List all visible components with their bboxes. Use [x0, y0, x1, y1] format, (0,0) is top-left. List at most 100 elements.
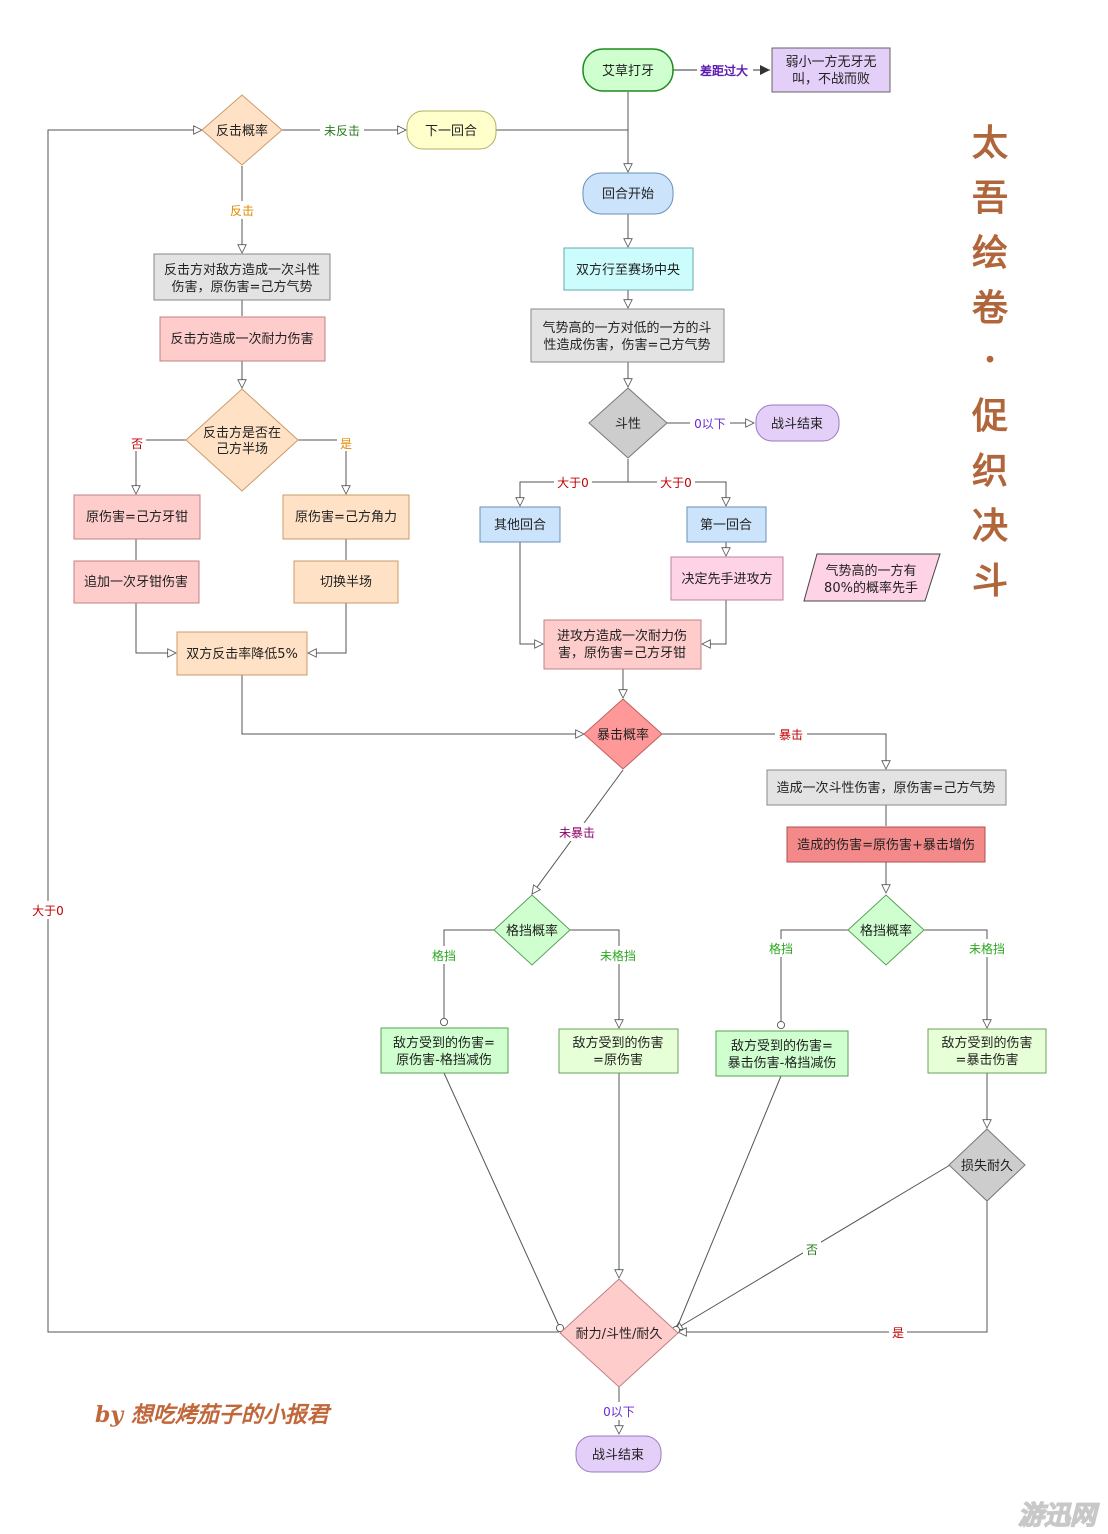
decide-first-node: 决定先手进攻方 — [670, 556, 784, 601]
counter-stamina-node: 反击方造成一次耐力伤害 — [159, 316, 326, 362]
result-a-node: 敌方受到的伤害= 原伤害-格挡减伤 — [380, 1027, 509, 1074]
attack-line-2: 害，原伤害=己方牙钳 — [558, 645, 686, 661]
round-start-node: 回合开始 — [582, 172, 674, 215]
label-counter: 反击 — [230, 204, 254, 218]
result-d-node: 敌方受到的伤害 =暴击伤害 — [927, 1028, 1047, 1074]
note-line-1: 气势高的一方有 — [825, 563, 916, 579]
title-char-6: 促 — [971, 395, 1008, 437]
orig-jaw-node: 原伤害=己方牙钳 — [73, 494, 201, 540]
label-yes: 是 — [340, 437, 352, 451]
label-bg-no-crit — [555, 823, 599, 841]
edge-blockL-resA — [439, 929, 494, 1027]
label-dur-yes: 是 — [892, 1326, 904, 1340]
label-bg-yes — [337, 435, 355, 451]
counter-fight-node: 反击方对敌方造成一次斗性 伤害，原伤害=己方气势 — [153, 253, 331, 301]
label-bg-gt0-loop — [29, 901, 67, 919]
own-half-line-2: 己方半场 — [216, 441, 268, 457]
lose-durability-diamond: 损失耐久 — [948, 1128, 1026, 1202]
label-gap: 差距过大 — [699, 63, 748, 78]
momentum-damage-node: 气势高的一方对低的一方的斗 性造成伤害，伤害=己方气势 — [530, 308, 725, 363]
switch-half-label: 切换半场 — [320, 575, 372, 590]
edge-decide-attack — [702, 600, 727, 644]
result-b-line-1: 敌方受到的伤害 — [572, 1035, 663, 1051]
own-half-diamond: 反击方是否在 己方半场 — [185, 388, 299, 492]
title-char-5: · — [984, 339, 997, 381]
block-left-label: 格挡概率 — [506, 923, 558, 939]
crit-momentum-label: 造成一次斗性伤害，原伤害=己方气势 — [777, 780, 996, 796]
label-bg-gt0-right — [657, 473, 695, 491]
end-bottom-label: 战斗结束 — [592, 1448, 644, 1463]
label-gt0-left: 大于0 — [557, 476, 589, 490]
result-b-line-2: =原伤害 — [593, 1052, 643, 1068]
end-top-label: 战斗结束 — [771, 417, 823, 432]
edge-switch-reduce — [308, 603, 347, 653]
edge-reduce-crit — [241, 675, 584, 734]
lose-durability-label: 损失耐久 — [961, 1159, 1013, 1174]
edge-resC-stats — [671, 1075, 782, 1335]
edge-blockR-resC — [776, 929, 848, 1030]
edge-blockR-resD — [924, 929, 987, 1028]
other-round-node: 其他回合 — [479, 506, 561, 543]
label-block-r: 格挡 — [769, 941, 793, 956]
label-bg-crit — [775, 725, 807, 743]
label-bg-gt0-left — [554, 473, 592, 491]
label-dur-no: 否 — [806, 1243, 818, 1257]
counter-stamina-label: 反击方造成一次耐力伤害 — [170, 331, 313, 347]
title-char-4: 卷 — [972, 287, 1009, 329]
decide-first-label: 决定先手进攻方 — [681, 571, 772, 587]
result-a-line-2: 原伤害-格挡减伤 — [396, 1052, 492, 1068]
weak-node: 弱小一方无牙无 叫，不战而败 — [771, 47, 891, 93]
attack-node: 进攻方造成一次耐力伤 害，原伤害=己方牙钳 — [543, 619, 702, 670]
reduce-counter-label: 双方反击率降低5% — [186, 646, 298, 662]
title-char-7: 织 — [972, 450, 1008, 492]
stats-label: 耐力/斗性/耐久 — [576, 1327, 663, 1342]
edge-stats-loop — [47, 130, 559, 1333]
counter-rate-label: 反击概率 — [216, 123, 268, 139]
fight-diamond: 斗性 — [588, 387, 668, 459]
counter-fight-line-2: 伤害，原伤害=己方气势 — [172, 279, 313, 295]
label-le0-end: 0以下 — [603, 1405, 635, 1419]
momentum-line-2: 性造成伤害，伤害=己方气势 — [544, 337, 711, 353]
label-bg-block-l — [428, 946, 460, 964]
reduce-counter-node: 双方反击率降低5% — [176, 631, 308, 676]
title-char-3: 绘 — [972, 232, 1008, 274]
weak-line-1: 弱小一方无牙无 — [785, 54, 876, 70]
block-left-diamond: 格挡概率 — [493, 894, 571, 966]
author-signature: by 想吃烤茄子的小报君 — [95, 1402, 332, 1428]
round-start-label: 回合开始 — [602, 187, 654, 202]
block-right-label: 格挡概率 — [860, 923, 912, 939]
first-round-node: 第一回合 — [686, 506, 767, 543]
label-no-counter: 未反击 — [324, 124, 360, 138]
orig-horn-label: 原伤害=己方角力 — [295, 509, 397, 525]
label-bg-counter — [226, 201, 258, 219]
result-c-node: 敌方受到的伤害= 暴击伤害-格挡减伤 — [715, 1030, 849, 1077]
label-bg-block-r — [765, 939, 797, 957]
attack-line-1: 进攻方造成一次耐力伤 — [557, 628, 687, 644]
edge-resA-stats — [443, 1072, 565, 1333]
label-bg-noblock-l — [596, 946, 640, 964]
result-d-line-2: =暴击伤害 — [956, 1052, 1019, 1068]
crit-momentum-node: 造成一次斗性伤害，原伤害=己方气势 — [766, 769, 1007, 806]
label-bg-gap — [697, 61, 753, 79]
orig-horn-node: 原伤害=己方角力 — [282, 494, 410, 540]
crit-diamond: 暴击概率 — [583, 698, 663, 770]
weak-line-2: 叫，不战而败 — [792, 72, 870, 87]
label-bg-le0-fight — [690, 414, 730, 432]
extra-jaw-node: 追加一次牙钳伤害 — [73, 560, 200, 604]
result-c-line-2: 暴击伤害-格挡减伤 — [728, 1055, 837, 1071]
fight-label: 斗性 — [615, 417, 641, 432]
label-crit: 暴击 — [779, 728, 803, 742]
label-noblock-r: 未格挡 — [969, 941, 1005, 956]
note-line-2: 80%的概率先手 — [824, 580, 918, 596]
label-bg-dur-yes — [889, 1324, 907, 1340]
to-center-label: 双方行至赛场中央 — [576, 262, 680, 278]
title-char-9: 斗 — [972, 560, 1008, 602]
orig-jaw-label: 原伤害=己方牙钳 — [86, 509, 188, 525]
label-bg-dur-no — [803, 1241, 821, 1257]
watermark-logo: 游迅网 — [1018, 1501, 1100, 1531]
result-d-line-1: 敌方受到的伤害 — [941, 1035, 1032, 1051]
counter-fight-line-1: 反击方对敌方造成一次斗性 — [164, 262, 320, 278]
edge-lose-yes — [678, 1201, 988, 1332]
label-le0-fight: 0以下 — [694, 417, 726, 431]
